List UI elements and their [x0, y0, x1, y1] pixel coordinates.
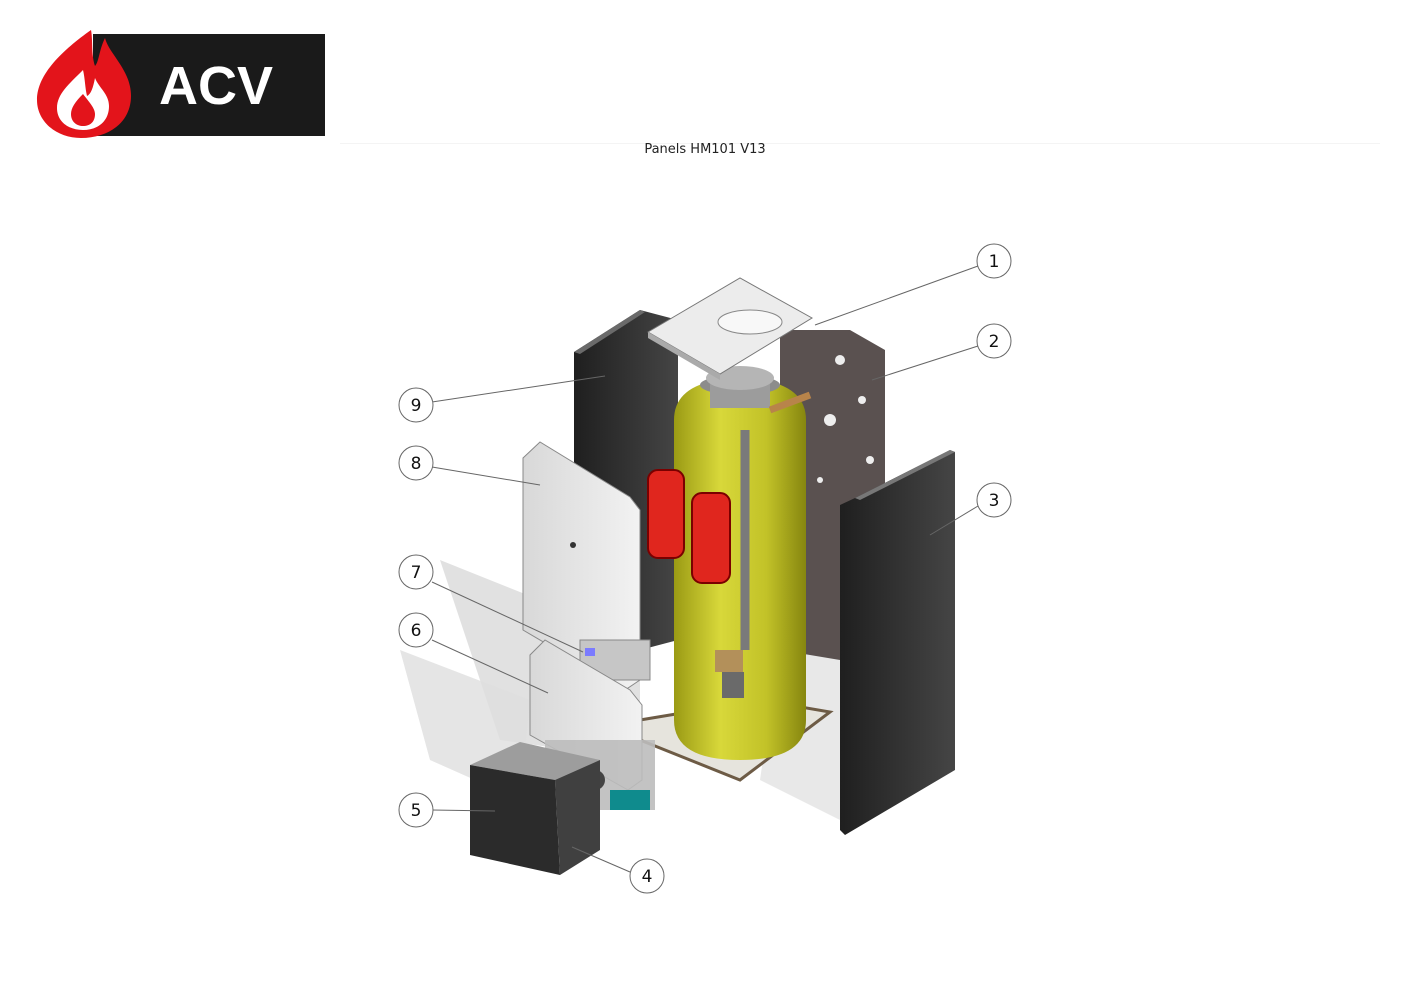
panel-8-front-upper: [522, 441, 641, 691]
panel-5-box-top: [470, 742, 600, 780]
panel-5-box-front: [470, 765, 560, 875]
logo-text: ACV: [159, 56, 273, 116]
panel-3-right: [840, 450, 955, 835]
callout-6: 6: [398, 612, 434, 648]
callout-label: 5: [411, 801, 422, 821]
callout-1: 1: [976, 243, 1012, 279]
callout-label: 6: [411, 621, 422, 641]
callout-label: 7: [411, 563, 422, 583]
tank-body: [674, 378, 806, 760]
callout-9: 9: [398, 387, 434, 423]
callout-4: 4: [629, 858, 665, 894]
callout-3: 3: [976, 482, 1012, 518]
callout-label: 8: [411, 454, 422, 474]
callout-7: 7: [398, 554, 434, 590]
callout-label: 2: [989, 332, 1000, 352]
logo-bar: [93, 34, 325, 136]
callout-5: 5: [398, 792, 434, 828]
page-title: Panels HM101 V13: [644, 142, 766, 157]
expansion-vessel-2: [691, 492, 731, 584]
callout-label: 9: [411, 396, 422, 416]
callout-8: 8: [398, 445, 434, 481]
callout-label: 3: [989, 491, 1000, 511]
callouts: 1 2 3 4 5 6 7 8 9: [398, 243, 1012, 894]
callout-label: 1: [989, 252, 1000, 272]
header-divider: [340, 143, 1380, 144]
acv-logo: ACV: [37, 30, 325, 138]
expansion-vessel-1: [647, 469, 685, 559]
callout-2: 2: [976, 323, 1012, 359]
panel-4-box-side: [555, 760, 600, 875]
callout-label: 4: [642, 867, 653, 887]
